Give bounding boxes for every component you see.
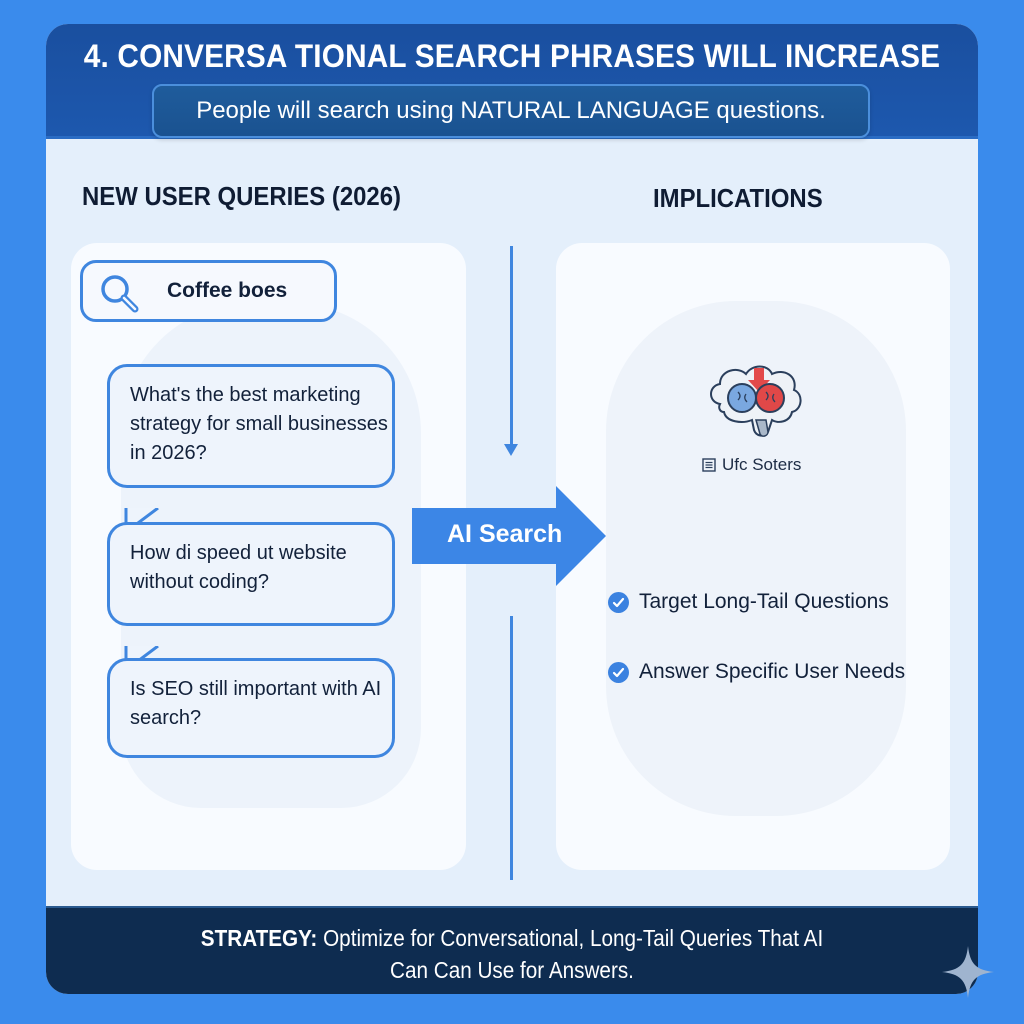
query-bubble: What's the best marketing strategy for s… [107, 364, 395, 488]
check-circle-icon [608, 591, 629, 613]
strategy-label: STRATEGY: [200, 925, 318, 951]
query-text: How di speed ut website without coding? [130, 542, 347, 593]
flow-line-bottom [510, 616, 513, 880]
implication-text: Target Long-Tail Questions [639, 590, 889, 613]
strategy-line-1: Optimize for Conversational, Long-Tail Q… [323, 925, 824, 951]
brain-caption: Ufc Soters [702, 455, 801, 475]
implication-text: Answer Specific User Needs [639, 660, 906, 683]
search-icon [101, 275, 139, 313]
strategy-text: STRATEGY: Optimize for Conversational, L… [93, 922, 932, 986]
strategy-footer: STRATEGY: Optimize for Conversational, L… [46, 906, 978, 994]
brain-icon [710, 365, 802, 437]
flow-line-top [510, 246, 513, 446]
page-title: 4. CONVERSA TIONAL SEARCH PHRASES WILL I… [83, 38, 941, 74]
implication-item: Answer Specific User Needs [608, 660, 905, 684]
search-query: Coffee boes [167, 279, 288, 302]
caption-text: Ufc Soters [722, 455, 802, 474]
left-column-heading: NEW USER QUERIES (2026) [82, 181, 402, 211]
implication-item: Target Long-Tail Questions [608, 590, 889, 614]
query-text: Is SEO still important with AI search? [130, 678, 382, 729]
check-circle-icon [608, 661, 629, 683]
subtitle-banner: People will search using NATURAL LANGUAG… [152, 84, 870, 138]
strategy-line-2: Can Can Use for Answers. [390, 957, 634, 983]
query-bubble: Is SEO still important with AI search? [107, 658, 395, 758]
query-text: What's the best marketing strategy for s… [130, 384, 388, 464]
right-column-heading: IMPLICATIONS [653, 183, 823, 213]
implications-panel [556, 243, 950, 870]
search-bar[interactable]: Coffee boes [80, 260, 337, 322]
ai-search-label: AI Search [447, 520, 563, 548]
document-icon [702, 458, 716, 472]
infographic-card: 4. CONVERSA TIONAL SEARCH PHRASES WILL I… [46, 24, 978, 994]
flow-arrow-down-icon [504, 444, 518, 456]
sparkle-icon [942, 946, 994, 998]
query-bubble: How di speed ut website without coding? [107, 522, 395, 626]
subtitle-text: People will search using NATURAL LANGUAG… [196, 97, 826, 124]
ai-search-arrow-icon [412, 486, 606, 586]
